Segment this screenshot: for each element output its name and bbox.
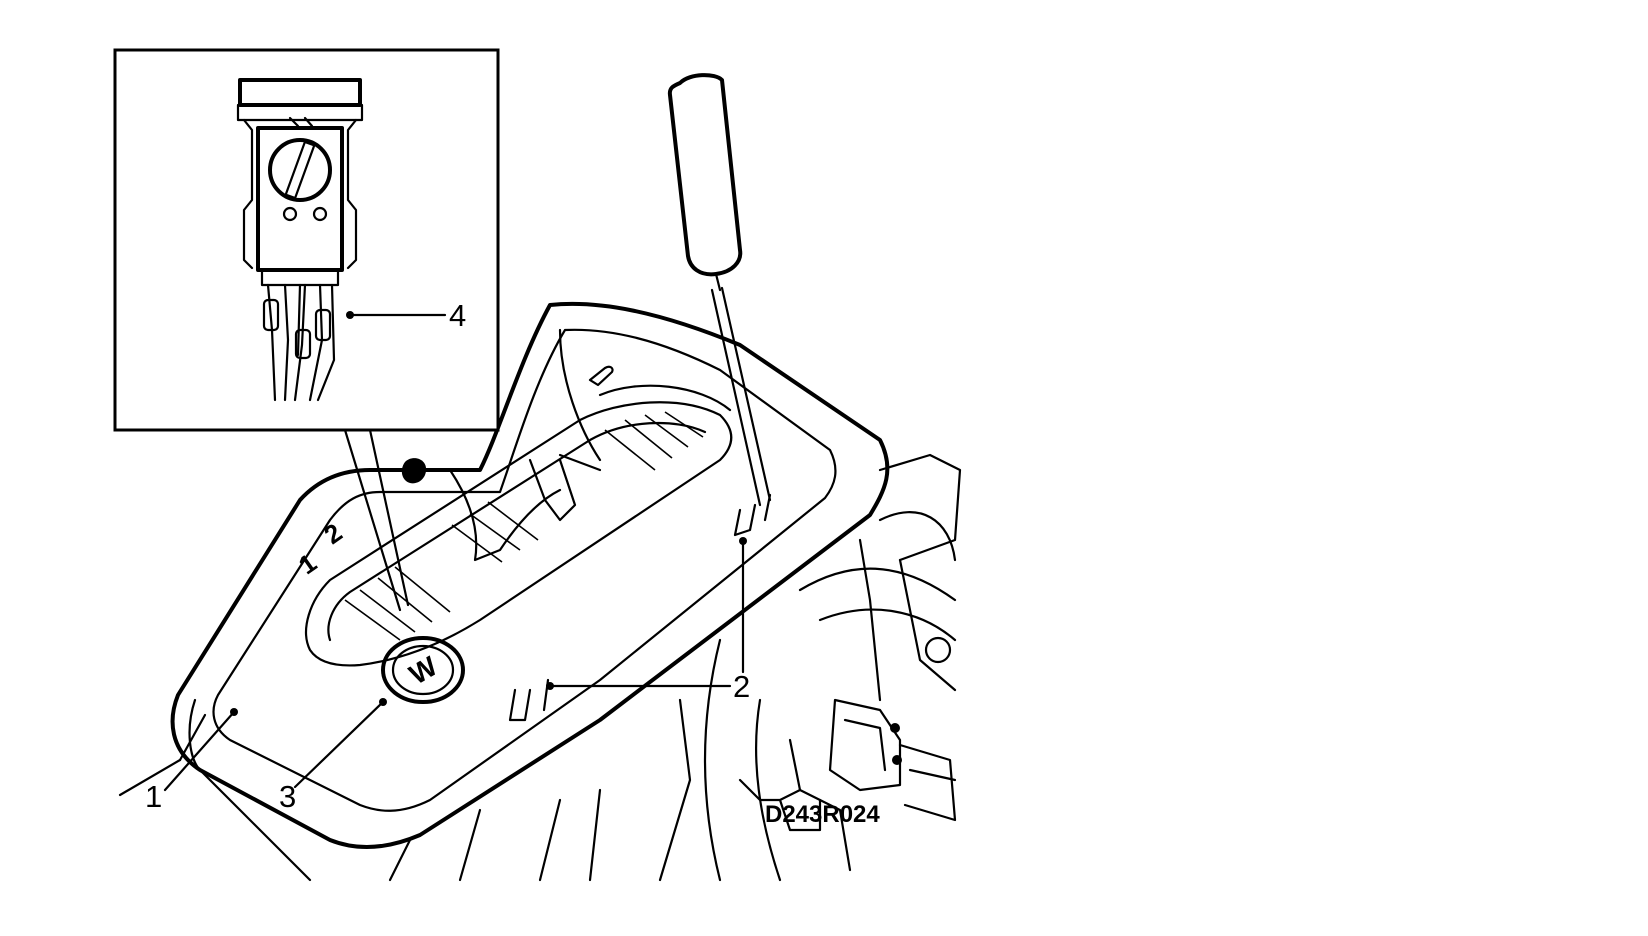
shift-console-cover [170,301,890,849]
bulb-wires [260,268,340,402]
gear-mechanism [388,453,962,882]
callout-3: 3 [279,779,296,814]
gear-mark-2: 2 [319,517,348,550]
cover-notch [588,365,614,387]
shift-slot [305,401,733,667]
shift-lever [448,453,602,562]
screwdriver [667,73,772,507]
callout-4: 4 [449,298,466,333]
callout-1: 1 [145,779,162,814]
retaining-clip-lower [508,678,550,722]
indicator-bulb-socket [236,78,364,272]
winter-mode-letter: W [404,650,443,690]
cover-recess [598,384,732,412]
winter-mode-button: W [381,636,465,704]
inset-detail-frame [113,48,500,612]
indicator-dot [401,458,427,484]
retaining-clip-upper [733,493,772,537]
figure-reference-code: D243R024 [765,801,880,828]
callout-2: 2 [733,669,750,704]
gear-mark-1: 1 [293,547,322,580]
callout-leaders [163,311,747,792]
